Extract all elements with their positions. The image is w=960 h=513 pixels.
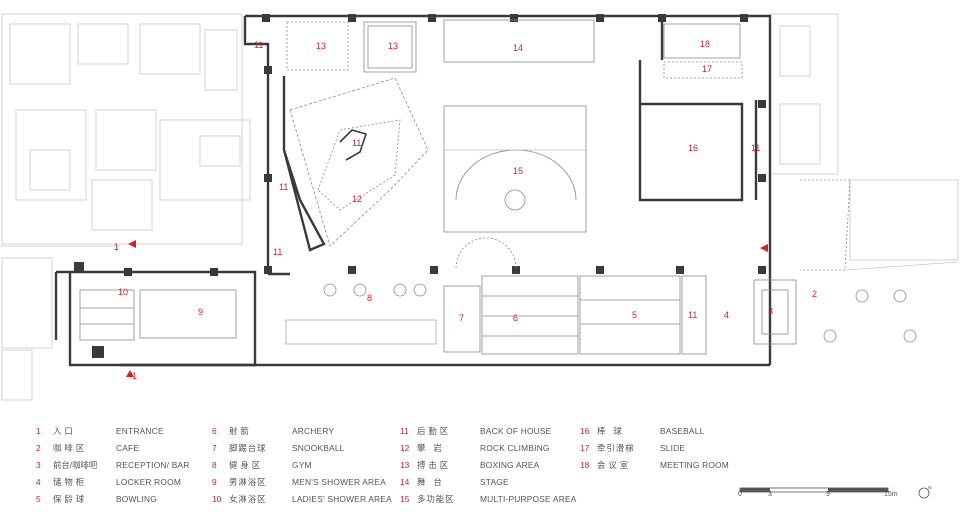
- svg-text:N: N: [928, 486, 932, 491]
- svg-text:11: 11: [273, 247, 282, 257]
- svg-text:4: 4: [724, 310, 729, 320]
- svg-text:6: 6: [513, 313, 518, 323]
- scale-bar-graphic: N: [739, 485, 932, 499]
- plan-labels: 11 13 13 14 18 17 11 16 11 15 11 12 11 1…: [114, 39, 817, 381]
- svg-text:1: 1: [114, 242, 119, 252]
- svg-text:8: 8: [367, 293, 372, 303]
- svg-text:1: 1: [132, 371, 137, 381]
- scale-tick: 3: [768, 491, 772, 498]
- svg-text:15: 15: [513, 166, 523, 176]
- scale-tick: 15m: [884, 491, 898, 498]
- svg-text:9: 9: [198, 307, 203, 317]
- north-arrow-icon: N: [918, 485, 932, 499]
- svg-text:11: 11: [751, 143, 760, 153]
- svg-text:7: 7: [459, 313, 464, 323]
- columns: [74, 14, 766, 358]
- scale-tick: 9: [826, 491, 830, 498]
- svg-text:17: 17: [702, 64, 712, 74]
- svg-text:10: 10: [118, 287, 128, 297]
- svg-text:12: 12: [352, 194, 362, 204]
- scale-tick: 0: [738, 491, 742, 498]
- scale-bar: N 0 3 9 15m: [738, 485, 938, 508]
- interior-details: [79, 19, 917, 355]
- svg-text:13: 13: [388, 41, 398, 51]
- svg-text:11: 11: [279, 182, 288, 192]
- svg-text:11: 11: [254, 40, 263, 50]
- main-walls: [54, 14, 772, 367]
- svg-text:11: 11: [352, 138, 361, 148]
- floor-plan: 11 13 13 14 18 17 11 16 11 15 11 12 11 1…: [0, 13, 959, 401]
- context-buildings: [0, 13, 959, 401]
- entrance-arrow-icon: [126, 240, 768, 377]
- svg-text:5: 5: [632, 310, 637, 320]
- svg-text:2: 2: [812, 289, 817, 299]
- svg-text:14: 14: [513, 43, 523, 53]
- svg-text:16: 16: [688, 143, 698, 153]
- svg-text:11: 11: [688, 310, 697, 320]
- svg-text:18: 18: [700, 39, 710, 49]
- svg-text:13: 13: [316, 41, 326, 51]
- svg-text:3: 3: [768, 306, 773, 316]
